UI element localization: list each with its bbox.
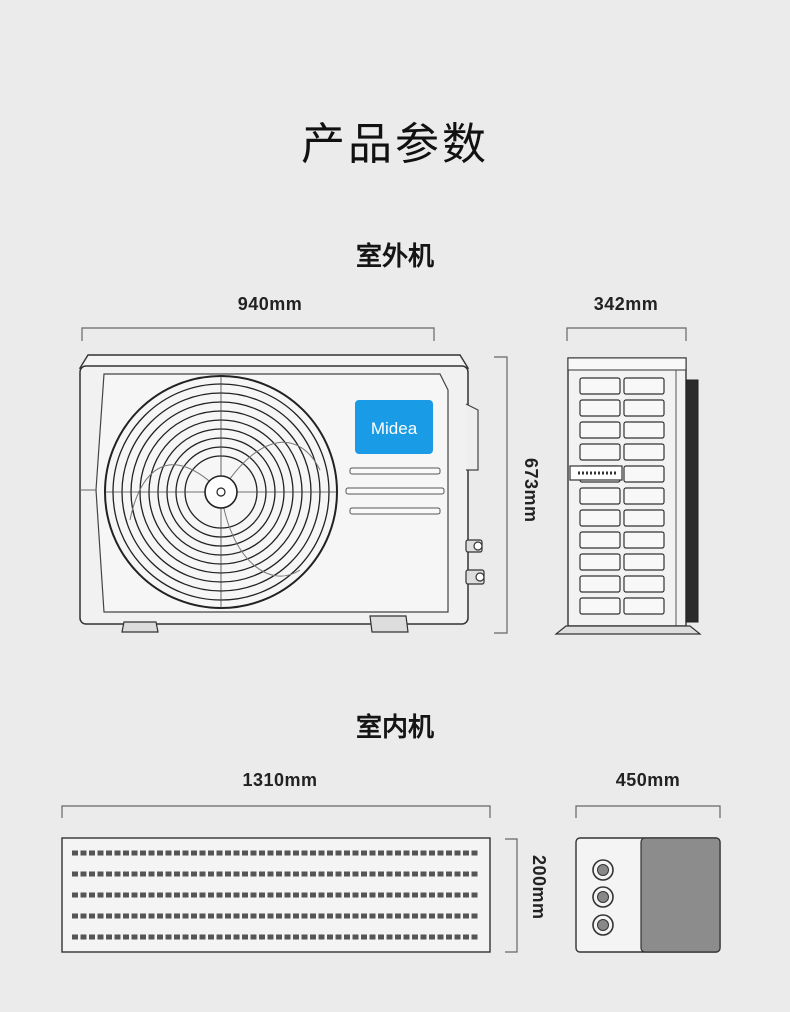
midea-logo xyxy=(355,400,433,454)
indoor-unit-front xyxy=(61,837,491,953)
pipe-port-icon xyxy=(465,539,485,585)
indoor-grille xyxy=(72,850,480,940)
indoor-depth-label: 450mm xyxy=(615,770,681,790)
indoor-height-label: 200mm xyxy=(529,855,549,920)
outdoor-unit-side xyxy=(554,357,702,635)
indoor-width-label: 1310mm xyxy=(242,770,318,790)
outdoor-width-label: 940mm xyxy=(237,294,303,314)
pipe-port-icon xyxy=(592,859,614,936)
indoor-section-title: 室内机 xyxy=(355,713,434,743)
outdoor-section-title: 室外机 xyxy=(355,242,434,272)
outdoor-unit-front: Midea xyxy=(78,354,485,633)
brand-logo-text: Midea xyxy=(371,419,418,438)
outdoor-height-label: 673mm xyxy=(521,458,541,523)
indoor-dimension-lines xyxy=(61,805,721,953)
indoor-unit-side xyxy=(575,837,721,953)
outdoor-depth-label: 342mm xyxy=(593,294,659,314)
fan-icon xyxy=(104,375,338,609)
page-title: 产品参数 xyxy=(301,119,489,170)
outdoor-dimension-lines xyxy=(81,327,687,634)
